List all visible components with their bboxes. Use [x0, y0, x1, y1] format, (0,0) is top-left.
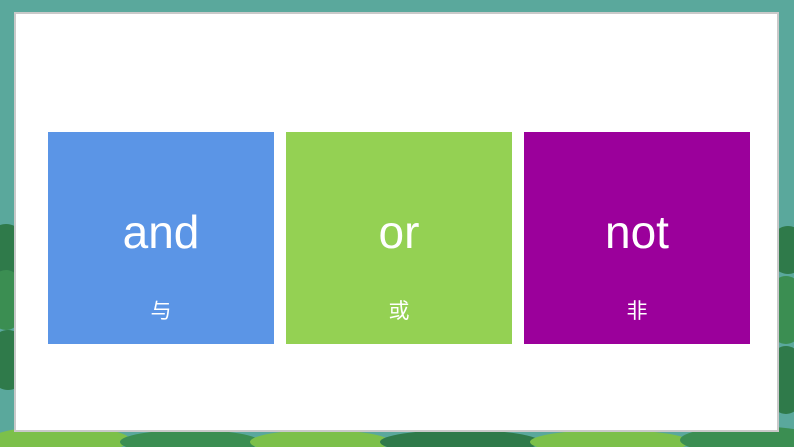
card-word-not: not	[605, 206, 669, 258]
card-not: not 非	[524, 132, 750, 344]
card-translation-or: 或	[388, 299, 410, 323]
slide-panel: and 与 or 或 not 非	[14, 12, 779, 432]
card-word-or: or	[378, 206, 420, 258]
card-word-and: and	[122, 206, 200, 258]
card-translation-and: 与	[150, 299, 172, 323]
card-translation-not: 非	[626, 299, 648, 323]
card-or: or 或	[286, 132, 512, 344]
card-and: and 与	[48, 132, 274, 344]
